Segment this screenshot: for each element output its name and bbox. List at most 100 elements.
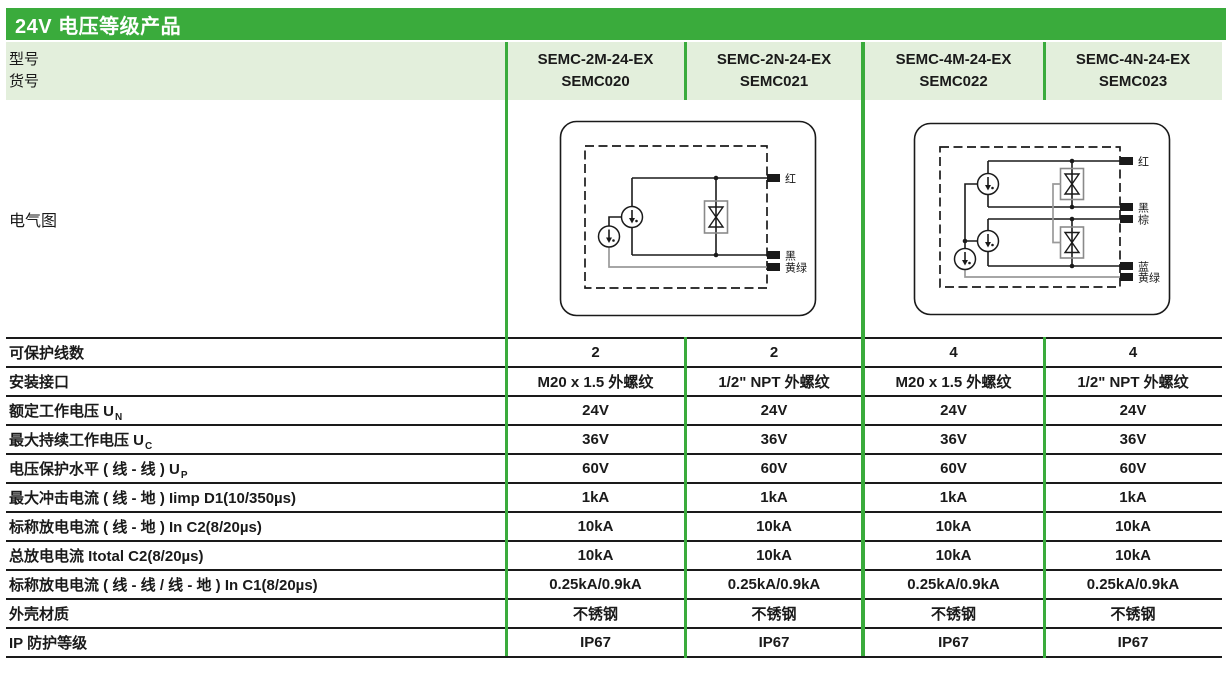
terminal-pad <box>1120 157 1133 165</box>
product-code: SEMC020 <box>561 73 630 90</box>
product-header: SEMC-4M-24-EX SEMC022 <box>863 42 1044 100</box>
spec-value-cell: 10kA <box>756 518 792 535</box>
terminal-pad <box>767 251 780 259</box>
spec-value-cell: 1kA <box>1119 489 1147 506</box>
circuit-diagram-2line: 红 黑 黄绿 <box>559 120 817 317</box>
spec-value-cell: 2 <box>769 344 779 361</box>
terminal-label: 红 <box>785 173 796 186</box>
spec-value-cell: 0.25kA/0.9kA <box>1086 576 1180 593</box>
code-row-label: 货号 <box>9 73 40 90</box>
spec-row: 最大冲击电流 ( 线 - 地 ) Iimp D1(10/350µs) 1kA 1kA… <box>6 482 1222 511</box>
spec-value-cell: 1kA <box>939 489 968 506</box>
product-code: SEMC021 <box>739 73 809 90</box>
spd-housing-outline <box>559 120 817 317</box>
spec-value-cell: 1kA <box>760 489 788 506</box>
terminal-label: 黄绿 <box>785 261 807 275</box>
spec-value-cell: M20 x 1.5 外螺纹 <box>895 374 1012 391</box>
gdt-symbol <box>953 247 977 271</box>
spec-value-cell: 不锈钢 <box>930 606 976 623</box>
tvs-diode-symbol <box>1063 173 1081 195</box>
spec-value-cell: 36V <box>582 431 609 448</box>
spec-row-label: IP 防护等级 <box>9 635 88 652</box>
gdt-symbol <box>597 225 621 248</box>
column-divider <box>1043 337 1046 658</box>
terminal-pad <box>1120 273 1133 281</box>
diagram-row-label: 电气图 <box>9 212 58 230</box>
header-label-cell: 型号 货号 <box>6 42 506 100</box>
tvs-diode-symbol <box>707 206 725 228</box>
spec-value-cell: 不锈钢 <box>572 606 618 623</box>
spec-value-cell: 0.25kA/0.9kA <box>549 576 642 593</box>
spec-value-cell: 1kA <box>581 489 610 506</box>
terminal-pad <box>1120 215 1133 223</box>
spec-value-cell: 4 <box>949 344 958 361</box>
spec-value-cell: IP67 <box>758 634 790 651</box>
spec-value-cell: 60V <box>582 460 609 477</box>
spec-value-cell: 24V <box>1119 402 1147 419</box>
product-header: SEMC-2N-24-EX SEMC021 <box>685 42 863 100</box>
terminal-label: 黑 <box>785 250 796 263</box>
column-divider <box>505 42 508 656</box>
spec-row-label: 电压保护水平 ( 线 - 线 ) UP <box>9 461 188 481</box>
spec-value-cell: 24V <box>940 402 967 419</box>
terminal-pad <box>767 174 780 182</box>
model-row-label: 型号 <box>9 51 40 68</box>
tvs-diode-symbol <box>1063 231 1081 254</box>
spec-value-cell: 10kA <box>1115 547 1151 564</box>
column-divider <box>861 42 865 656</box>
terminal-label: 蓝 <box>1138 261 1149 274</box>
spec-row-label: 可保护线数 <box>9 345 85 362</box>
product-model: SEMC-4N-24-EX <box>1075 51 1191 68</box>
column-divider <box>684 337 687 658</box>
spec-value-cell: M20 x 1.5 外螺纹 <box>537 374 654 391</box>
section-title-bar: 24V 电压等级产品 <box>6 8 1226 40</box>
spec-value-cell: 不锈钢 <box>1110 606 1156 623</box>
column-divider <box>1043 42 1046 100</box>
spec-value-cell: 10kA <box>577 518 614 535</box>
spec-row-label: 额定工作电压 UN <box>9 403 123 423</box>
terminal-pad <box>1120 262 1133 270</box>
product-header: SEMC-2M-24-EX SEMC020 <box>506 42 685 100</box>
spec-row-label: 标称放电电流 ( 线 - 地 ) In C2(8/20µs) <box>9 519 262 536</box>
spec-value-cell: 0.25kA/0.9kA <box>727 576 821 593</box>
spec-value-cell: 0.25kA/0.9kA <box>907 576 1000 593</box>
spec-value-cell: 60V <box>1119 460 1147 477</box>
product-model: SEMC-4M-24-EX <box>895 51 1012 68</box>
table-header-row: 型号 货号 SEMC-2M-24-EX SEMC020 SEMC-2N-24-E… <box>6 42 1222 100</box>
terminal-label: 红 <box>1138 156 1149 169</box>
spec-row-label: 最大持续工作电压 UC <box>9 432 153 452</box>
product-header: SEMC-4N-24-EX SEMC023 <box>1044 42 1222 100</box>
terminal-label: 棕 <box>1138 213 1149 227</box>
spec-value-cell: 36V <box>1119 431 1147 448</box>
spec-row-label: 安装接口 <box>9 374 70 391</box>
spec-value-cell: 4 <box>1128 344 1138 361</box>
spec-row-label: 最大冲击电流 ( 线 - 地 ) Iimp D1(10/350µs) <box>9 490 297 507</box>
spec-value-cell: 1/2" NPT 外螺纹 <box>1077 374 1189 391</box>
terminal-pad <box>1120 203 1133 211</box>
spec-row: 标称放电电流 ( 线 - 线 / 线 - 地 ) In C1(8/20µs)0.… <box>6 569 1222 598</box>
spec-row-label: 外壳材质 <box>9 606 70 623</box>
terminal-label: 黑 <box>1138 202 1149 215</box>
circuit-diagram-4line: 红 黑 棕 蓝 黄绿 <box>913 122 1171 316</box>
spec-row: 安装接口 M20 x 1.5 外螺纹 1/2" NPT 外螺纹 M20 x 1.5 外… <box>6 366 1222 395</box>
section-title: 24V 电压等级产品 <box>15 15 182 38</box>
spec-value-cell: 24V <box>760 402 788 419</box>
spec-value-cell: 60V <box>760 460 788 477</box>
spec-value-cell: 36V <box>760 431 788 448</box>
column-divider <box>684 42 687 100</box>
spec-value-cell: 不锈钢 <box>751 606 797 623</box>
spec-value-cell: 36V <box>940 431 967 448</box>
product-code: SEMC022 <box>919 73 988 90</box>
spec-row-label: 总放电电流 Itotal C2(8/20µs) <box>9 548 204 565</box>
spec-value-cell: IP67 <box>938 634 969 651</box>
tvs-box <box>703 200 729 234</box>
spec-row: 标称放电电流 ( 线 - 地 ) In C2(8/20µs) 10kA 10kA 10… <box>6 511 1222 540</box>
product-model: SEMC-2N-24-EX <box>716 51 832 68</box>
spec-row: 最大持续工作电压 UC 36V 36V 36V 36V <box>6 424 1222 453</box>
spec-value-cell: 10kA <box>1115 518 1151 535</box>
